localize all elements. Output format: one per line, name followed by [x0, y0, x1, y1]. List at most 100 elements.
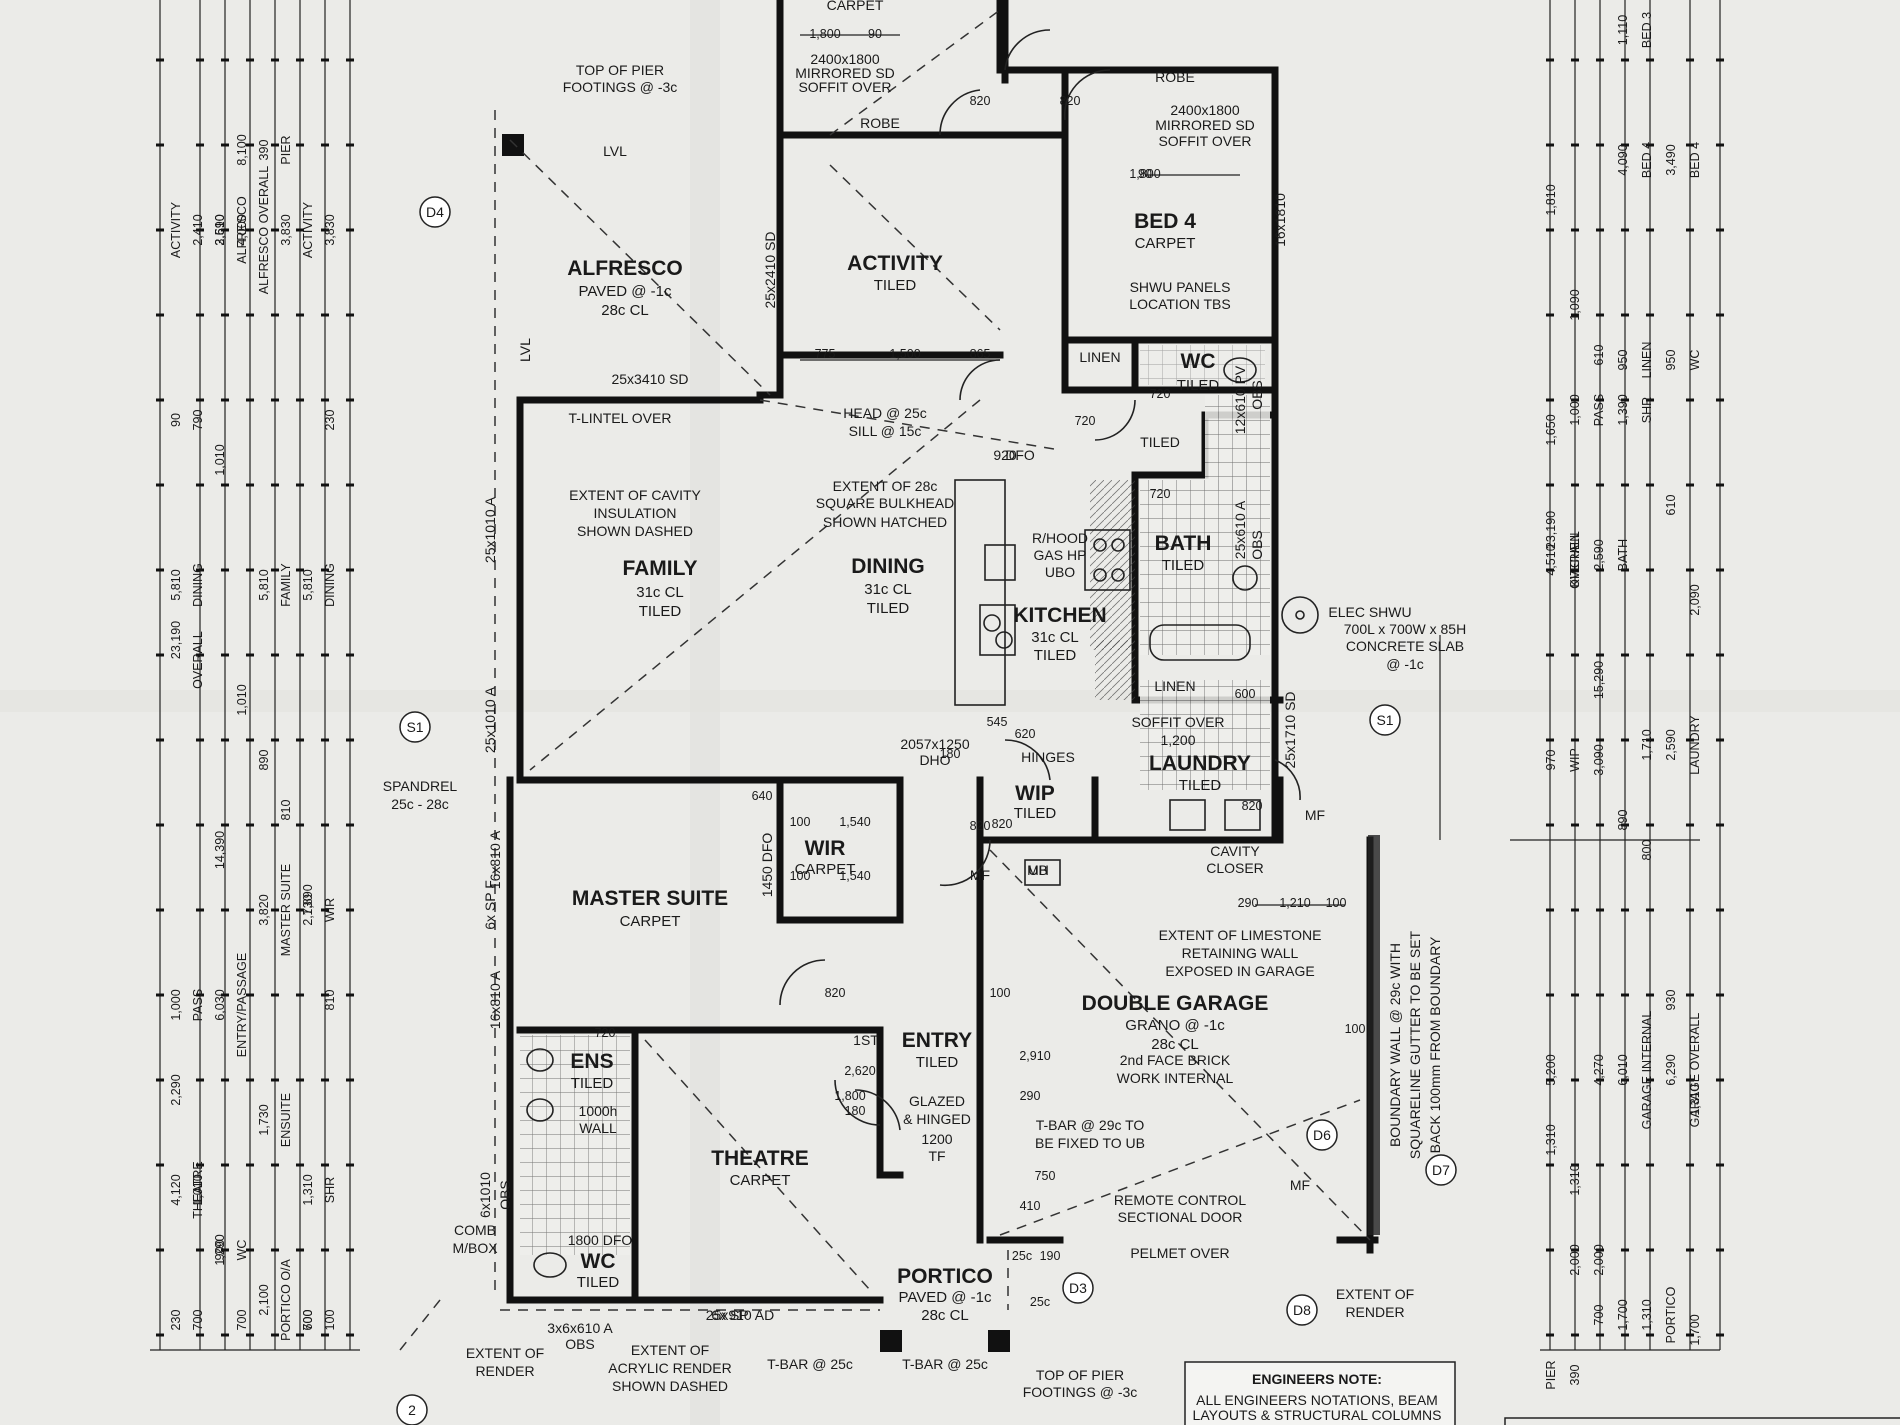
- dimension-tick: [296, 483, 304, 487]
- laundry-finish: TILED: [1179, 777, 1222, 794]
- dimension-tick: [271, 993, 279, 997]
- dimension-tick: [156, 738, 164, 742]
- dimension-tick: [246, 58, 254, 62]
- dimension-tick: [296, 653, 304, 657]
- dimension-label-internal: 25c: [1012, 1249, 1032, 1263]
- plan-note: T-BAR @ 29c TO: [1036, 1117, 1145, 1133]
- dimension-label-left: 100: [323, 1310, 337, 1331]
- dimension-tick: [1716, 653, 1724, 657]
- detail-marker-label: S1: [406, 719, 423, 735]
- dimension-tick: [1596, 398, 1604, 402]
- dimension-tick: [1546, 1163, 1554, 1167]
- dimension-tick: [321, 1163, 329, 1167]
- plan-note: RETAINING WALL: [1182, 945, 1299, 961]
- dimension-label-right: 1,310: [1640, 1299, 1654, 1330]
- detail-marker-label: S1: [1376, 712, 1393, 728]
- dimension-label-internal: 720: [595, 1026, 616, 1040]
- dimension-tick: [221, 908, 229, 912]
- dimension-label-left: 3,610: [213, 214, 227, 245]
- dimension-tick: [1716, 313, 1724, 317]
- dimension-label-left: 1,000: [169, 989, 183, 1020]
- portico-ceiling: 28c CL: [921, 1307, 969, 1324]
- dimension-tick: [1596, 483, 1604, 487]
- dimension-tick: [1571, 58, 1579, 62]
- dimension-tick: [1716, 398, 1724, 402]
- dimension-tick: [1571, 653, 1579, 657]
- plan-note: M/BOX: [452, 1240, 498, 1256]
- dimension-label-internal: 820: [970, 94, 991, 108]
- plan-note: 6x1010: [477, 1172, 493, 1218]
- dimension-tick: [1546, 568, 1554, 572]
- dimension-ticks: [156, 58, 1724, 1337]
- plan-note: 920: [993, 447, 1017, 463]
- dimension-label-left: 1,010: [191, 1174, 205, 1205]
- dimension-label-right: 2,590: [1664, 729, 1678, 760]
- dimension-label-internal: 775: [815, 347, 836, 361]
- dimension-tick: [1571, 1333, 1579, 1337]
- dimension-label-right: 6,290: [1664, 1054, 1678, 1085]
- dimension-label-left: 4,120: [169, 1174, 183, 1205]
- dimension-tick: [1646, 1163, 1654, 1167]
- dimension-tick: [196, 653, 204, 657]
- dimension-label-internal: 100: [1345, 1022, 1366, 1036]
- dimension-label-right: PASS: [1592, 394, 1606, 426]
- dimension-tick: [1571, 823, 1579, 827]
- activity-finish: TILED: [874, 277, 917, 294]
- dimension-tick: [1646, 58, 1654, 62]
- room-alfresco: ALFRESCO: [567, 257, 683, 280]
- dimension-tick: [156, 823, 164, 827]
- plan-note: 25x1010 A: [482, 496, 498, 563]
- room-activity: ACTIVITY: [847, 252, 943, 275]
- dimension-label-left: DINING: [191, 563, 205, 607]
- dimension-tick: [1621, 58, 1629, 62]
- plan-note: DFO: [1005, 447, 1035, 463]
- plan-note: 700L x 700W x 85H: [1344, 621, 1466, 637]
- dimension-label-left: PIER: [279, 135, 293, 164]
- dimension-label-internal: 1,540: [839, 815, 870, 829]
- dimension-label-left: FAMILY: [279, 563, 293, 607]
- plan-note: 1000h: [579, 1103, 618, 1119]
- plan-note: T-LINTEL OVER: [569, 410, 672, 426]
- dimension-label-internal: 25c: [1030, 1295, 1050, 1309]
- room-bed4: BED 4: [1134, 210, 1196, 233]
- dimension-tick: [296, 398, 304, 402]
- dimension-label-left: ACTIVITY: [169, 201, 183, 258]
- dimension-tick: [1646, 908, 1654, 912]
- dimension-tick: [246, 993, 254, 997]
- dimension-tick: [1571, 738, 1579, 742]
- dimension-tick: [346, 568, 354, 572]
- plan-note: SHOWN HATCHED: [823, 514, 947, 530]
- plan-note: SOFFIT OVER: [1131, 714, 1224, 730]
- dimension-label-right: SHR: [1640, 397, 1654, 423]
- dashed-extents: [399, 9, 1371, 1351]
- dimension-label-left: PORTICO O/A: [279, 1258, 293, 1340]
- dimension-label-left: 700: [235, 1310, 249, 1331]
- dimension-tick: [1546, 143, 1554, 147]
- dimension-tick: [1546, 993, 1554, 997]
- plan-note: GAS HP: [1034, 547, 1087, 563]
- room-entry: ENTRY: [902, 1029, 972, 1052]
- plan-note: ELEC SHWU: [1328, 604, 1411, 620]
- dimension-tick: [321, 1078, 329, 1082]
- plan-note: OBS: [497, 1180, 513, 1210]
- plan-note: OBS: [1249, 530, 1265, 560]
- dimension-tick: [346, 823, 354, 827]
- dimension-tick: [1686, 1163, 1694, 1167]
- dimension-tick: [321, 313, 329, 317]
- plan-note: PELMET OVER: [1130, 1245, 1229, 1261]
- dimension-label-right: 1,090: [1568, 289, 1582, 320]
- dimension-label-right: 1,390: [1616, 394, 1630, 425]
- plan-note: 6x SP: [711, 1307, 748, 1323]
- plan-note: TILED: [1140, 434, 1180, 450]
- bath-finish: TILED: [1162, 557, 1205, 574]
- dimension-label-internal: 180: [845, 1104, 866, 1118]
- plan-note: 25x1010 A: [482, 686, 498, 753]
- dimension-tick: [1596, 568, 1604, 572]
- dimension-tick: [271, 313, 279, 317]
- dimension-tick: [1716, 143, 1724, 147]
- dimension-tick: [246, 228, 254, 232]
- dimension-label-left: THEATRE: [191, 1161, 205, 1218]
- dimension-label-left: 1,310: [301, 1174, 315, 1205]
- dimension-tick: [1596, 313, 1604, 317]
